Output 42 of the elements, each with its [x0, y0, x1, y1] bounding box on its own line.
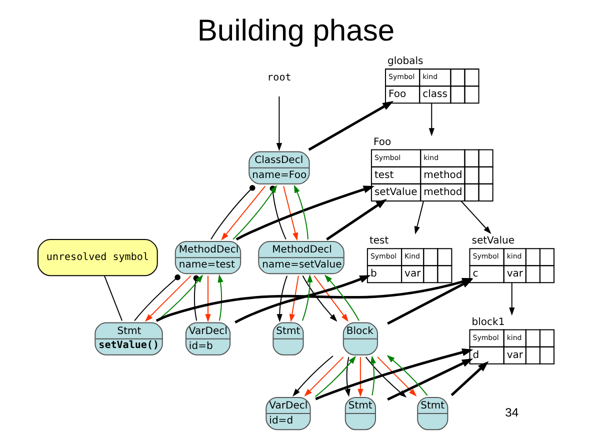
- node-label: test: [369, 236, 389, 247]
- node-text: root: [267, 72, 292, 84]
- arrow: [414, 200, 424, 234]
- arrow: [314, 276, 349, 322]
- arrow: [302, 274, 313, 321]
- diagram-title: Building phase: [197, 14, 395, 48]
- arrow: [144, 275, 192, 322]
- arrow: [205, 276, 211, 322]
- arrow: [315, 356, 356, 398]
- arrow: [221, 186, 266, 240]
- arrow: [358, 357, 364, 397]
- connector: [134, 274, 180, 321]
- arrow: [344, 356, 350, 397]
- node-label: globals: [388, 56, 424, 68]
- arrow: [294, 184, 308, 240]
- arrow: [283, 186, 298, 241]
- node-label: block1: [472, 316, 505, 328]
- arrow: [387, 358, 474, 401]
- node-box: unresolved symbol: [38, 239, 158, 276]
- arrow: [326, 198, 387, 240]
- label: 34: [505, 406, 519, 420]
- connector: [104, 276, 122, 321]
- node-label: setValue: [472, 236, 515, 247]
- arrow: [289, 276, 299, 322]
- connector: [210, 184, 256, 240]
- arrow: [218, 274, 224, 321]
- arrow: [370, 356, 376, 396]
- arrow: [428, 103, 434, 136]
- arrow: [302, 276, 338, 322]
- arrow: [315, 348, 474, 400]
- arrow: [308, 100, 394, 151]
- arrow: [276, 96, 282, 152]
- arrow: [386, 355, 428, 396]
- arrow: [234, 275, 371, 324]
- arrow: [509, 282, 515, 316]
- arrow: [292, 356, 334, 397]
- node-label: Foo: [373, 136, 392, 148]
- arrow: [276, 276, 288, 322]
- arrow: [450, 361, 489, 396]
- arrow: [460, 200, 492, 234]
- arrow: [324, 274, 360, 321]
- arrow: [304, 356, 344, 397]
